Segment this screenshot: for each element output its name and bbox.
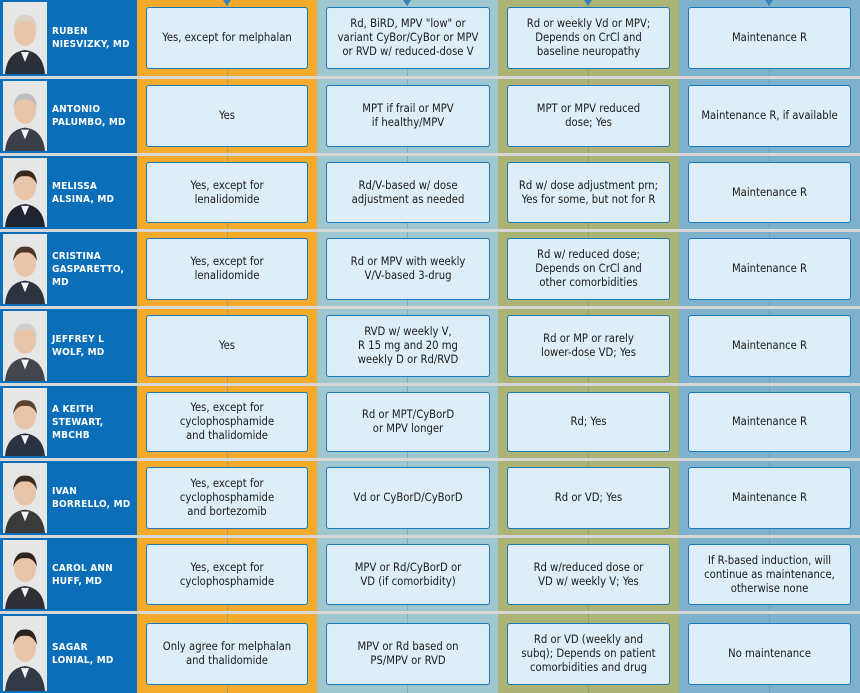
doctor-photo [3,388,47,456]
answer-cell-col4: Maintenance R [688,162,851,223]
answer-cell-col1: Yes, except for cyclophosphamide and tha… [146,392,308,452]
answer-cell-col1: Only agree for melphalan and thalidomide [146,623,308,685]
answer-cell-col1: Yes, except for cyclophosphamide [146,544,308,605]
doctor-panel: CRISTINA GASPARETTO, MD [0,232,137,306]
column-arrow-icon [403,0,411,6]
row-separator [0,306,860,309]
answer-cell-col1: Yes, except for lenalidomide [146,238,308,300]
answer-cell-col4: No maintenance [688,623,851,685]
answer-cell-col3: Rd w/ dose adjustment prn; Yes for some,… [507,162,670,223]
answer-cell-col3: Rd or VD; Yes [507,467,670,529]
answer-cell-col3: Rd w/ reduced dose; Depends on CrCl and … [507,238,670,300]
doctor-panel: JEFFREY L WOLF, MD [0,309,137,383]
answer-cell-col4: Maintenance R [688,315,851,377]
doctor-name: A KEITH STEWART, MBCHB [52,403,104,441]
doctor-panel: MELISSA ALSINA, MD [0,156,137,229]
row-separator [0,611,860,614]
doctor-name: JEFFREY L WOLF, MD [52,334,105,358]
doctor-name: CRISTINA GASPARETTO, MD [52,250,125,288]
row-separator [0,229,860,232]
answer-cell-col3: Rd or weekly Vd or MPV; Depends on CrCl … [507,7,670,69]
answer-cell-col3: Rd or MP or rarely lower-dose VD; Yes [507,315,670,377]
row-separator [0,535,860,538]
answer-cell-col4: Maintenance R, if available [688,85,851,147]
row-separator [0,458,860,461]
answer-cell-col2: Rd/V-based w/ dose adjustment as needed [326,162,490,223]
doctor-panel: CAROL ANN HUFF, MD [0,538,137,611]
answer-cell-col1: Yes, except for melphalan [146,7,308,69]
doctor-photo [3,463,47,533]
doctor-name: CAROL ANN HUFF, MD [52,562,113,587]
row-separator [0,383,860,386]
doctor-photo [3,616,47,691]
answer-cell-col2: Vd or CyBorD/CyBorD [326,467,490,529]
doctor-name: MELISSA ALSINA, MD [52,180,115,205]
column-arrow-icon [223,0,231,6]
row-separator [0,76,860,79]
answer-cell-col3: Rd; Yes [507,392,670,452]
answer-cell-col2: MPT if frail or MPV if healthy/MPV [326,85,490,147]
answer-cell-col1: Yes, except for cyclophosphamide and bor… [146,467,308,529]
doctor-photo [3,234,47,304]
doctor-panel: A KEITH STEWART, MBCHB [0,386,137,458]
doctor-name: IVAN BORRELLO, MD [52,486,131,510]
answer-cell-col4: Maintenance R [688,7,851,69]
doctor-photo [3,158,47,227]
answer-cell-col2: Rd, BiRD, MPV "low" or variant CyBor/CyB… [326,7,490,69]
answer-cell-col4: Maintenance R [688,238,851,300]
doctor-panel: SAGAR LONIAL, MD [0,614,137,693]
answer-cell-col3: Rd w/reduced dose or VD w/ weekly V; Yes [507,544,670,605]
doctor-panel: IVAN BORRELLO, MD [0,461,137,535]
row-separator [0,153,860,156]
answer-cell-col2: RVD w/ weekly V, R 15 mg and 20 mg weekl… [326,315,490,377]
answer-cell-col3: Rd or VD (weekly and subq); Depends on p… [507,623,670,685]
doctor-photo [3,311,47,381]
answer-cell-col1: Yes [146,315,308,377]
doctor-panel: ANTONIO PALUMBO, MD [0,79,137,153]
answer-cell-col4: Maintenance R [688,467,851,529]
doctor-photo [3,81,47,151]
doctor-name: ANTONIO PALUMBO, MD [52,104,126,128]
doctor-photo [3,540,47,609]
doctor-panel: RUBEN NIESVIZKY, MD [0,0,137,76]
doctor-name: RUBEN NIESVIZKY, MD [52,26,130,50]
answer-cell-col3: MPT or MPV reduced dose; Yes [507,85,670,147]
answer-cell-col2: Rd or MPT/CyBorD or MPV longer [326,392,490,452]
doctor-name: SAGAR LONIAL, MD [52,641,114,666]
column-arrow-icon [765,0,773,6]
column-arrow-icon [584,0,592,6]
answer-cell-col2: MPV or Rd/CyBorD or VD (if comorbidity) [326,544,490,605]
answer-cell-col2: Rd or MPV with weekly V/V-based 3-drug [326,238,490,300]
answer-cell-col4: If R-based induction, will continue as m… [688,544,851,605]
answer-cell-col1: Yes [146,85,308,147]
answer-cell-col2: MPV or Rd based on PS/MPV or RVD [326,623,490,685]
answer-cell-col1: Yes, except for lenalidomide [146,162,308,223]
answer-cell-col4: Maintenance R [688,392,851,452]
doctor-photo [3,2,47,74]
